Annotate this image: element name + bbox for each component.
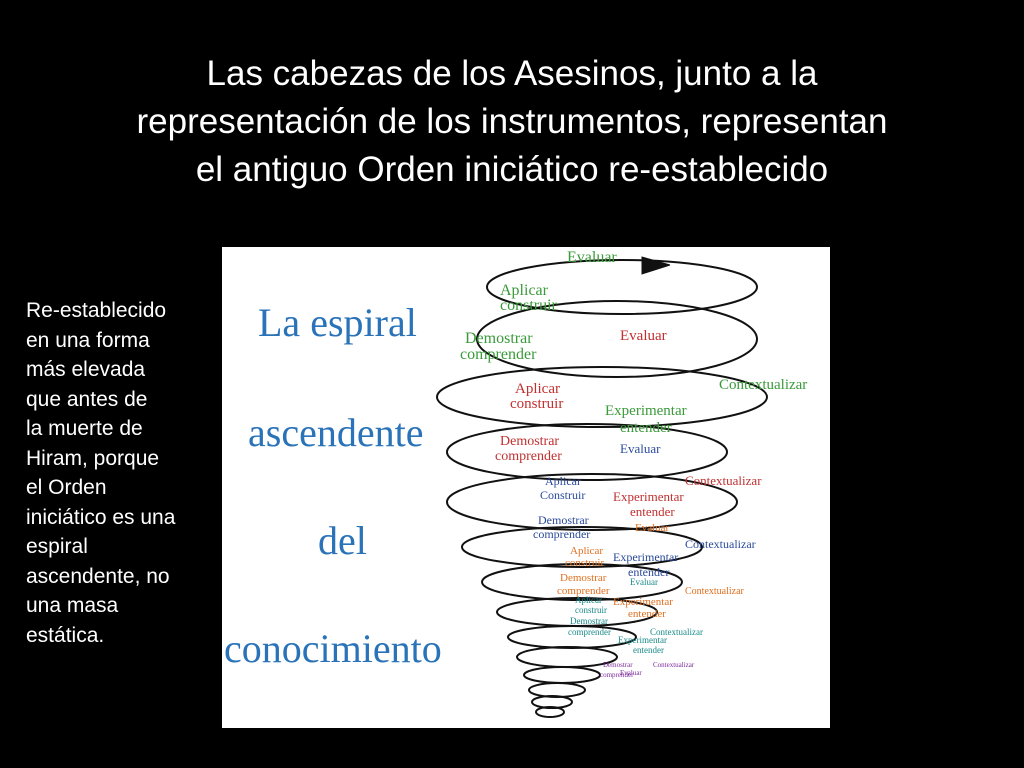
spiral-label: Aplicar	[515, 381, 560, 397]
side-text-line: la muerte de	[26, 417, 143, 440]
spiral-label: Aplicar	[500, 282, 549, 299]
slide-title: Las cabezas de los Asesinos, junto a la …	[40, 50, 984, 194]
spiral-loop	[535, 706, 565, 718]
spiral-label: Evaluar	[620, 669, 642, 677]
spiral-graphic: EvaluarAplicarconstruirDemostrarcomprend…	[436, 249, 807, 718]
spiral-label: Demostrar	[570, 616, 608, 626]
spiral-label: Contextualizar	[685, 537, 756, 551]
spiral-label: construir	[565, 557, 604, 569]
spiral-loop	[446, 423, 728, 481]
spiral-label: Experimentar	[618, 635, 667, 645]
spiral-label: Experimentar	[613, 489, 684, 504]
figure-heading-line: del	[318, 518, 367, 563]
spiral-label: comprender	[533, 527, 590, 541]
spiral-loop	[516, 646, 618, 668]
side-text-line: espiral	[26, 535, 88, 558]
spiral-loop	[461, 526, 703, 568]
spiral-label: construir	[575, 605, 607, 615]
side-text: Re-establecido en una forma más elevada …	[26, 296, 226, 650]
figure-heading-line: conocimiento	[224, 626, 442, 671]
title-line: Las cabezas de los Asesinos, junto a la	[206, 54, 818, 93]
spiral-loop	[481, 563, 683, 601]
spiral-label: entender	[628, 608, 666, 620]
spiral-label: Contextualizar	[653, 661, 695, 669]
spiral-label: comprender	[460, 346, 537, 363]
side-text-line: el Orden	[26, 476, 107, 499]
spiral-label: Contextualizar	[650, 627, 703, 637]
spiral-label: Aplicar	[570, 545, 603, 557]
spiral-loop	[476, 300, 758, 378]
spiral-label: entender	[620, 420, 672, 436]
figure-heading-line: ascendente	[248, 410, 424, 455]
spiral-label: Evaluar	[630, 577, 658, 587]
spiral-label: Evaluar	[635, 522, 670, 534]
spiral-label: comprender	[600, 671, 634, 679]
arrow-icon	[641, 256, 671, 275]
spiral-loop	[486, 259, 758, 315]
side-text-line: iniciático es una	[26, 505, 176, 529]
spiral-label: Experimentar	[605, 403, 687, 419]
spiral-label: Aplicar	[575, 595, 602, 605]
title-line: el antiguo Orden iniciático re-estableci…	[195, 150, 829, 189]
side-text-line: Hiram, porque	[26, 446, 160, 470]
side-text-line: que antes de	[26, 387, 148, 411]
spiral-loop	[436, 366, 768, 428]
spiral-label: Demostrar	[538, 513, 589, 527]
spiral-label: Evaluar	[620, 441, 661, 456]
spiral-loop	[446, 473, 738, 531]
spiral-label: Contextualizar	[685, 586, 745, 597]
spiral-label: Demostrar	[603, 661, 633, 669]
spiral-label: Experimentar	[613, 596, 673, 608]
side-text-line: ascendente, no	[26, 564, 170, 588]
spiral-label: Demostrar	[560, 572, 607, 584]
spiral-loop	[523, 666, 601, 684]
spiral-label: comprender	[557, 585, 610, 597]
title-line: representación de los instrumentos, repr…	[136, 102, 888, 141]
spiral-label: Demostrar	[500, 434, 559, 449]
spiral-label: entender	[633, 645, 664, 655]
figure-heading-line: La espiral	[258, 300, 417, 345]
side-text-line: en una forma	[26, 328, 150, 352]
spiral-label: Evaluar	[620, 328, 667, 344]
spiral-label: Construir	[540, 488, 585, 502]
spiral-loop	[528, 682, 586, 698]
spiral-label: Demostrar	[465, 330, 533, 347]
spiral-label: Contextualizar	[719, 377, 807, 393]
spiral-label: Evaluar	[567, 249, 617, 266]
spiral-label: Aplicar	[545, 474, 581, 488]
spiral-label: entender	[630, 504, 675, 519]
side-text-line: una masa	[26, 594, 119, 617]
spiral-figure: La espiral ascendente del conocimiento E…	[222, 247, 830, 728]
spiral-label: comprender	[495, 449, 562, 464]
side-text-line: Re-establecido	[26, 299, 167, 322]
spiral-label: construir	[500, 297, 558, 314]
spiral-label: comprender	[568, 627, 611, 637]
side-text-line: estática.	[26, 623, 105, 647]
spiral-label: entender	[628, 565, 669, 579]
side-text-line: más elevada	[26, 358, 146, 381]
spiral-label: construir	[510, 396, 563, 412]
spiral-label: Experimentar	[613, 550, 678, 564]
spiral-label: Contextualizar	[685, 473, 762, 488]
